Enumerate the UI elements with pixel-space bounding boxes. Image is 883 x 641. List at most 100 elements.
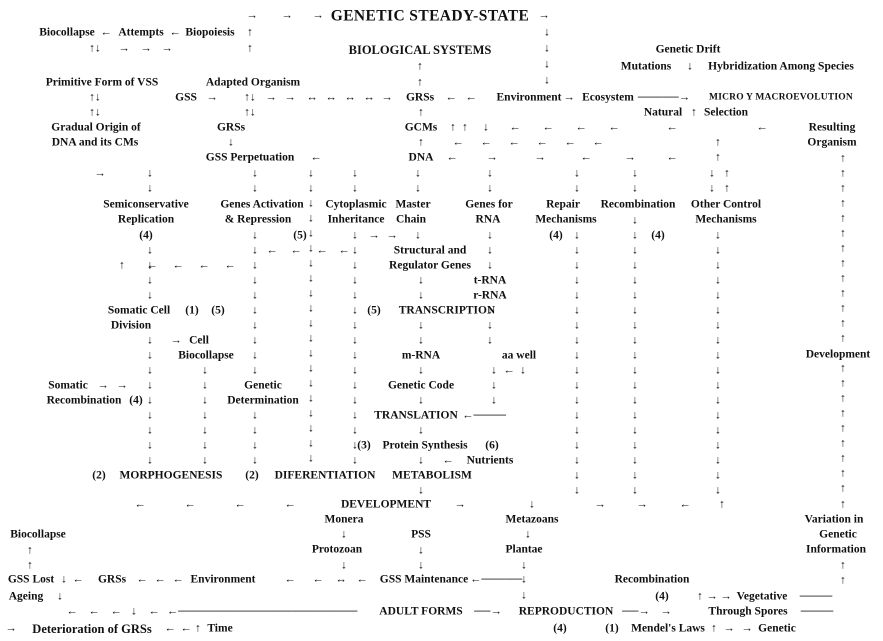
arrow-right-icon: → xyxy=(265,91,277,104)
label-natural: Natural xyxy=(643,106,683,119)
arrow-down-icon: ↓ xyxy=(574,409,580,422)
arrow-down-icon: ↓ xyxy=(418,454,424,467)
arrow-down-icon: ↓ xyxy=(202,409,208,422)
arrow-down-icon: ↓ xyxy=(715,334,721,347)
arrow-down-icon: ↓ xyxy=(715,259,721,272)
arrow-up-icon: ↑ xyxy=(840,437,846,450)
arrow-down-icon: ↓ xyxy=(574,454,580,467)
arrow-up-icon: ↑ xyxy=(840,182,846,195)
arrow-down-icon: ↓ xyxy=(715,289,721,302)
marker-5-repression: (5) xyxy=(293,229,307,242)
label-attempts: Attempts xyxy=(118,26,164,39)
arrow-left-icon: ← xyxy=(66,605,78,618)
arrow-down-icon: ↓ xyxy=(544,26,550,39)
arrow-right-icon: → xyxy=(454,498,466,511)
arrow-down-icon: ↓ xyxy=(252,409,258,422)
label-selection: Selection xyxy=(703,106,749,119)
arrow-down-icon: ↓ xyxy=(529,498,535,511)
arrow-down-icon: ↓ xyxy=(632,379,638,392)
arrow-down-icon: ↓ xyxy=(632,244,638,257)
arrow-down-icon: ↓ xyxy=(147,244,153,257)
arrow-down-icon: ↓ xyxy=(418,289,424,302)
arrow-up-icon: ↑ xyxy=(27,559,33,572)
arrow-right-icon: → xyxy=(486,151,498,164)
arrow-down-icon: ↓ xyxy=(418,319,424,332)
arrow-right-icon: → xyxy=(284,91,296,104)
arrow-down-icon: ↓ xyxy=(632,167,638,180)
arrow-down-icon: ↓ xyxy=(574,349,580,362)
arrow-down-icon: ↓ xyxy=(483,121,489,134)
arrow-connector-icon: ←──── xyxy=(461,409,507,422)
arrow-up-icon: ↑ xyxy=(418,136,424,149)
arrow-down-icon: ↓ xyxy=(715,349,721,362)
arrow-down-icon: ↓ xyxy=(147,289,153,302)
arrow-down-icon: ↓ xyxy=(418,424,424,437)
arrow-left-icon: ← xyxy=(172,259,184,272)
arrow-connector-icon: ←────────────────────── xyxy=(166,605,358,618)
arrow-left-icon: ← xyxy=(542,121,554,134)
label-dna-and-its-cms: DNA and its CMs xyxy=(51,136,139,149)
label-dna: DNA xyxy=(408,151,434,164)
arrow-up-icon: ↑ xyxy=(711,622,717,635)
arrow-right-icon: → xyxy=(386,229,398,242)
arrow-left-icon: ← xyxy=(154,573,166,586)
label-other-mechanisms: Mechanisms xyxy=(695,213,757,226)
arrow-down-icon: ↓ xyxy=(252,244,258,257)
arrow-down-icon: ↓ xyxy=(308,227,314,240)
arrow-down-icon: ↓ xyxy=(352,424,358,437)
arrow-down-icon: ↓ xyxy=(252,454,258,467)
arrow-down-icon: ↓ xyxy=(308,347,314,360)
label-biopoiesis: Biopoiesis xyxy=(185,26,235,39)
arrow-right-icon: → xyxy=(161,42,173,55)
label-genetic-bottom: Genetic xyxy=(758,622,796,635)
label-aa-well: aa well xyxy=(501,349,537,362)
arrow-down-icon: ↓ xyxy=(252,319,258,332)
arrow-down-icon: ↓ xyxy=(352,379,358,392)
arrow-down-icon: ↓ xyxy=(352,364,358,377)
arrow-down-icon: ↓ xyxy=(632,364,638,377)
label-ecosystem: Ecosystem xyxy=(582,91,634,104)
arrow-down-icon: ↓ xyxy=(202,394,208,407)
arrow-down-icon: ↓ xyxy=(544,74,550,87)
arrow-up-down-icon: ↑↓ xyxy=(89,42,101,55)
arrow-both-icon: ↔ xyxy=(363,91,375,104)
arrow-down-icon: ↓ xyxy=(147,349,153,362)
arrow-up-icon: ↑ xyxy=(418,106,424,119)
label-through-spores: Through Spores xyxy=(708,605,788,618)
arrow-left-icon: ← xyxy=(446,151,458,164)
label-somatic: Somatic xyxy=(48,379,88,392)
label-nutrients: Nutrients xyxy=(466,454,514,467)
arrow-down-icon: ↓ xyxy=(252,167,258,180)
label-adapted-organism: Adapted Organism xyxy=(205,76,301,89)
arrow-up-icon: ↑ xyxy=(691,106,697,119)
arrow-left-icon: ← xyxy=(312,573,324,586)
arrow-up-icon: ↑ xyxy=(840,317,846,330)
arrow-up-icon: ↑ xyxy=(840,272,846,285)
arrow-right-icon: → xyxy=(94,167,106,180)
arrow-down-icon: ↓ xyxy=(491,364,497,377)
arrow-right-icon: → xyxy=(116,379,128,392)
arrow-down-icon: ↓ xyxy=(715,424,721,437)
arrow-down-icon: ↓ xyxy=(632,334,638,347)
arrow-down-icon: ↓ xyxy=(715,454,721,467)
arrow-down-icon: ↓ xyxy=(352,334,358,347)
arrow-down-icon: ↓ xyxy=(574,364,580,377)
arrow-left-icon: ← xyxy=(88,605,100,618)
arrow-down-icon: ↓ xyxy=(147,274,153,287)
label-gss-lost: GSS Lost xyxy=(7,573,55,586)
arrow-down-icon: ↓ xyxy=(252,364,258,377)
label-translation: TRANSLATION xyxy=(374,409,458,422)
marker-6: (6) xyxy=(485,439,499,452)
label-information: Information xyxy=(805,543,867,556)
arrow-down-icon: ↓ xyxy=(308,332,314,345)
arrow-down-icon: ↓ xyxy=(308,272,314,285)
label-pss: PSS xyxy=(411,528,431,541)
marker-4-somatic: (4) xyxy=(129,394,143,407)
arrow-down-icon: ↓ xyxy=(715,379,721,392)
arrow-up-icon: ↑ xyxy=(840,559,846,572)
arrow-left-icon: ← xyxy=(666,151,678,164)
label-deterioration-of-grss: Deterioration of GRSs xyxy=(32,621,152,636)
arrow-right-icon: → xyxy=(170,334,182,347)
arrow-down-icon: ↓ xyxy=(715,484,721,497)
arrow-left-icon: ← xyxy=(316,244,328,257)
